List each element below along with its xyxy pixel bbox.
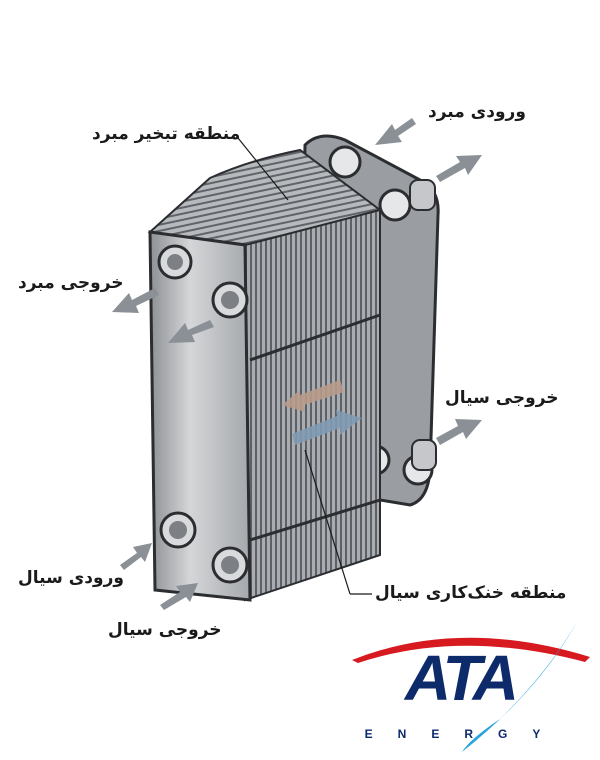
leader-evaporation-zone xyxy=(237,137,289,201)
plate-band-lower xyxy=(249,498,381,542)
plate-stack-side xyxy=(244,208,381,602)
back-nozzle-top xyxy=(409,179,436,211)
plate-stack-top xyxy=(147,148,383,247)
back-port-top-2 xyxy=(378,188,412,222)
logo-red-arc xyxy=(352,637,590,663)
arrow-refrigerant-outlet xyxy=(112,288,159,313)
logo-name: ATA xyxy=(403,642,515,714)
internal-flow-arrow-right xyxy=(292,410,362,445)
leader-cooling-zone-diagonal xyxy=(304,449,351,595)
ata-energy-logo: ATA ENERGY xyxy=(352,620,590,752)
arrow-fluid-inlet xyxy=(120,543,152,570)
logo-sub: ENERGY xyxy=(365,727,566,741)
arrow-fluid-outlet-bottom xyxy=(160,583,198,610)
arrow-fluid-outlet-right xyxy=(436,419,482,445)
label-evaporation-zone: منطقه تبخیر مبرد xyxy=(92,124,241,144)
back-nozzle-bottom xyxy=(411,439,437,471)
front-plate xyxy=(148,230,252,602)
flow-arrows xyxy=(112,118,482,610)
arrow-fluid-outlet-top xyxy=(436,155,482,182)
label-fluid-inlet: ورودی سیال xyxy=(18,568,124,588)
arrow-refrigerant-inlet xyxy=(375,118,416,145)
label-refrigerant-outlet: خروجی مبرد xyxy=(18,273,124,293)
label-cooling-zone: منطقه خنک‌کاری سیال xyxy=(375,583,567,603)
label-fluid-outlet-right: خروجی سیال xyxy=(445,388,559,408)
arrow-outlet-port xyxy=(168,320,214,343)
back-port-top-1 xyxy=(328,145,362,179)
label-fluid-outlet-bottom: خروجی سیال xyxy=(108,620,222,640)
internal-flow-arrow-left xyxy=(282,380,344,412)
front-port-holes xyxy=(167,254,239,574)
plate-band-upper xyxy=(249,313,381,362)
label-refrigerant-inlet: ورودی مبرد xyxy=(428,102,526,122)
